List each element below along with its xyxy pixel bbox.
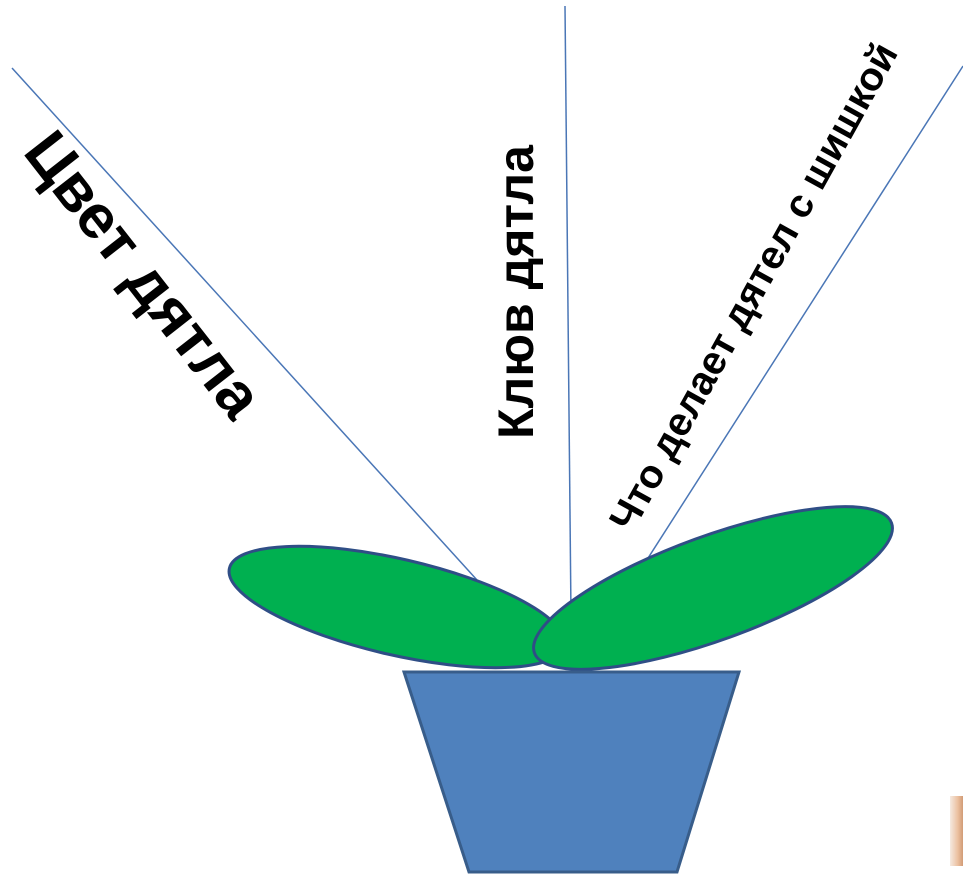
line-cone [634,66,963,580]
flower-pot [404,672,739,872]
right-leaf [517,474,910,702]
edge-image-fragment [950,796,963,866]
line-beak [565,6,571,615]
label-woodpecker-beak: Клюв дятла [491,145,541,439]
left-leaf [219,522,576,693]
